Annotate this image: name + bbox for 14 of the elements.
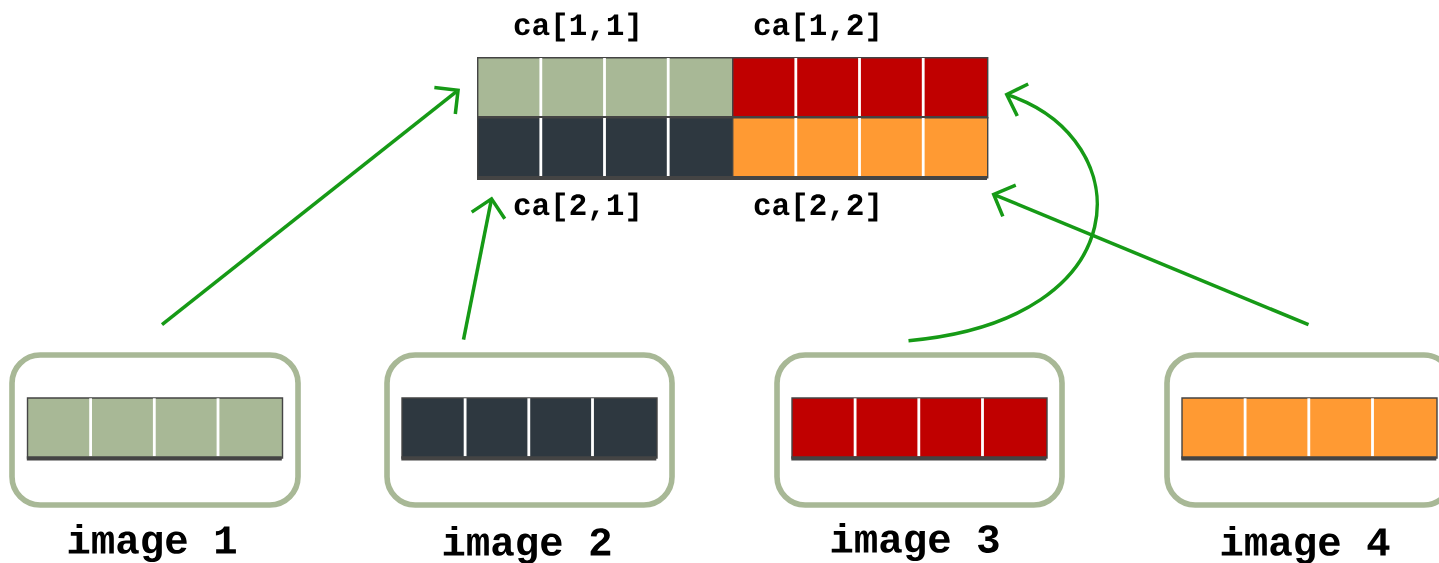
array-bar (401, 397, 658, 461)
block-label: ca[2,2] (754, 192, 878, 222)
array-bar (791, 397, 1048, 461)
block-label: ca[1,2] (754, 12, 878, 42)
arrow (908, 82, 1099, 343)
array-bar (1181, 397, 1438, 461)
array-bar (26, 397, 284, 461)
block-label: ca[1,1] (514, 12, 638, 42)
arrow (160, 85, 460, 327)
image-label: image 1 (68, 523, 236, 563)
arrow (461, 196, 507, 341)
image-label: image 3 (831, 522, 999, 562)
arrow (991, 183, 1310, 327)
block-label: ca[2,1] (514, 192, 638, 222)
